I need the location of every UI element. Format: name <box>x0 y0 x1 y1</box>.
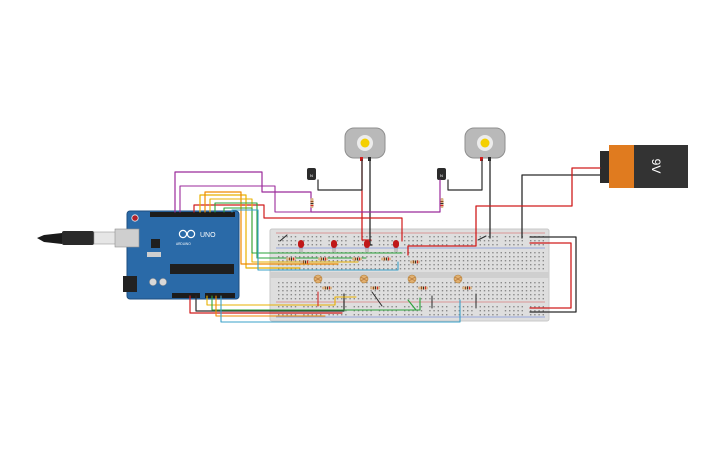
microcontroller-chip <box>170 264 234 274</box>
transistor-2-body <box>437 168 446 180</box>
photoresistors <box>313 274 463 284</box>
resistor-8 <box>370 286 380 290</box>
reset-button <box>131 214 139 222</box>
motor-1-pin-black <box>368 157 371 161</box>
battery-terminal <box>600 151 610 183</box>
battery-body <box>634 145 688 188</box>
analog-header <box>205 293 235 298</box>
resistor-4 <box>318 257 328 261</box>
battery-9v: 9V <box>600 145 688 188</box>
capacitor-2 <box>159 278 167 286</box>
dc-motor-2 <box>464 127 506 161</box>
wire-orange-1 <box>204 191 339 265</box>
wire-bottom-yellow <box>206 295 357 306</box>
arduino-logo <box>178 229 196 239</box>
arduino-brand-label: ARDUINO <box>176 242 191 246</box>
transistor-2-mark: N <box>440 173 443 178</box>
power-header <box>172 293 200 298</box>
resistor-12 <box>410 260 420 264</box>
resistor-5 <box>352 257 362 261</box>
resistor-10 <box>462 286 472 290</box>
battery-cap <box>609 145 634 188</box>
arduino-uno: UNO ARDUINO <box>37 210 240 300</box>
breadboard-center-channel <box>270 272 549 278</box>
power-jack <box>123 276 137 292</box>
wire-blue-top <box>231 209 399 271</box>
resistor-7 <box>322 286 332 290</box>
motor-1-shaft <box>360 138 370 148</box>
wire-battery-negative <box>521 174 601 239</box>
motor-2-pin-red <box>480 157 483 161</box>
motor-2-pin-black <box>488 157 491 161</box>
jumper-3 <box>371 291 383 307</box>
resistor-2 <box>440 198 444 208</box>
resistor-3 <box>286 257 296 261</box>
small-chip <box>151 239 160 248</box>
wire-motor1-transistor <box>317 159 363 191</box>
led-2 <box>331 240 337 252</box>
resistor-9 <box>418 286 428 290</box>
photoresistor-3 <box>407 274 417 284</box>
transistor-1-body <box>307 168 316 180</box>
usb-connector <box>93 231 119 245</box>
wire-bottom-blue <box>220 295 461 323</box>
wire-battery-positive <box>407 167 601 256</box>
resistor-1 <box>310 198 314 208</box>
usb-port <box>114 228 140 248</box>
leds <box>298 240 399 252</box>
arduino-board <box>126 210 240 300</box>
transistor-2: N <box>437 168 446 180</box>
wire-red-signal <box>193 204 403 242</box>
breadboard <box>269 228 550 322</box>
led-3 <box>364 240 370 252</box>
resistor-11 <box>300 260 310 264</box>
wires <box>174 159 601 323</box>
jumper-2 <box>407 299 417 311</box>
photoresistor-1 <box>313 274 323 284</box>
dc-motor-1 <box>344 127 386 161</box>
motor-1-pin-red <box>360 157 363 161</box>
transistor-1-mark: N <box>310 173 313 178</box>
wire-motor2-transistor <box>447 159 483 191</box>
wire-bottom-red <box>189 295 343 314</box>
digital-header <box>150 212 235 217</box>
usb-cable-body <box>62 231 94 245</box>
usb-cable-plug <box>37 233 62 244</box>
breadboard-holes <box>278 236 544 316</box>
motor-2-shaft <box>480 138 490 148</box>
photoresistor-2 <box>359 274 369 284</box>
led-4 <box>393 240 399 252</box>
wire-green-2 <box>223 207 403 254</box>
transistor-1: N <box>307 168 316 180</box>
wire-bottom-green <box>211 295 421 311</box>
battery-label: 9V <box>649 159 663 174</box>
wire-bottom-orange <box>215 295 326 317</box>
wire-rail-power <box>529 242 572 309</box>
arduino-model-label: UNO <box>200 232 216 239</box>
jumper-1 <box>279 234 288 242</box>
resistor-6 <box>381 257 391 261</box>
capacitor-1 <box>149 278 157 286</box>
wire-purple-2 <box>179 185 439 213</box>
photoresistor-4 <box>453 274 463 284</box>
led-1 <box>298 240 304 252</box>
jumper-7 <box>477 235 487 241</box>
resistors <box>286 198 472 290</box>
wire-rail-ground <box>529 236 577 313</box>
wire-yellow-2 <box>209 198 359 263</box>
wire-bottom-black <box>195 293 345 312</box>
crystal <box>147 252 161 257</box>
wire-yellow-1 <box>199 194 301 269</box>
